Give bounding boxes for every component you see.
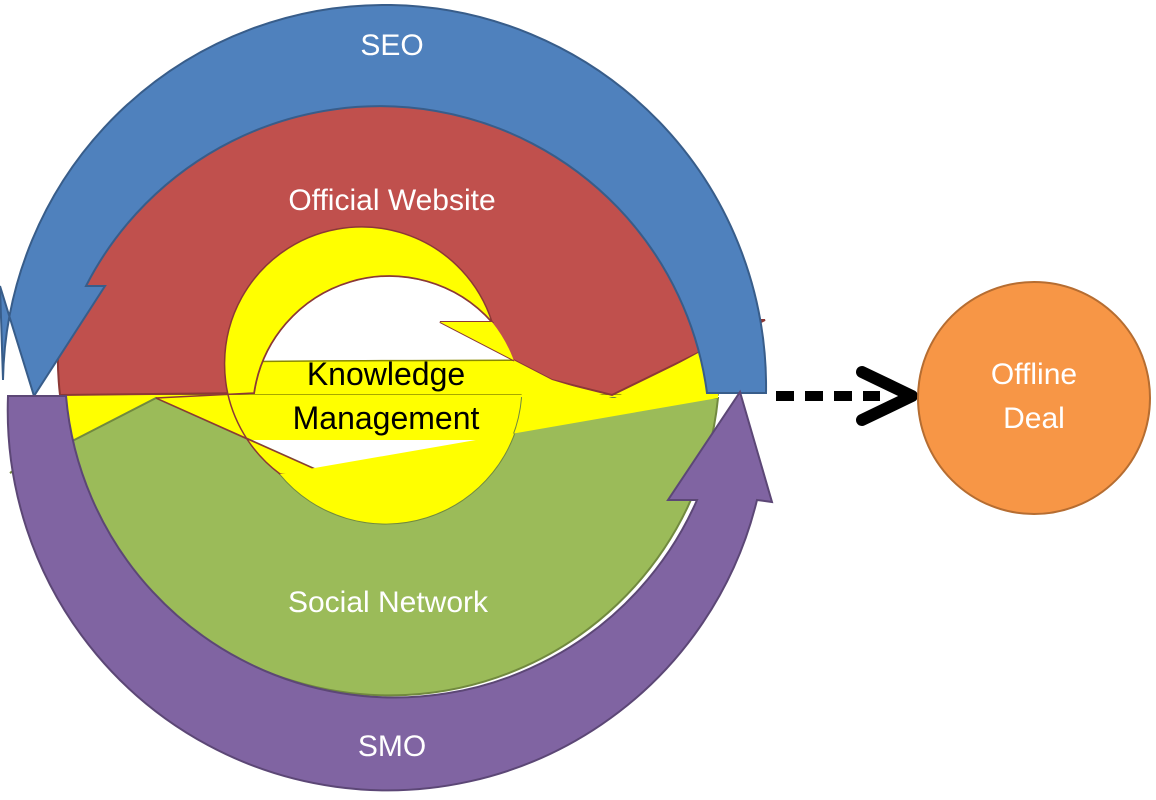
knowledge-notch-right [440, 322, 612, 398]
social-network-label: Social Network [288, 586, 489, 619]
offline-deal-label-line2: Deal [1003, 402, 1065, 435]
official-website-label: Official Website [288, 184, 495, 217]
seo-label: SEO [360, 29, 423, 62]
offline-deal-label-line1: Offline [991, 358, 1077, 391]
knowledge-label-line1: Knowledge [307, 356, 465, 392]
offline-deal-circle [917, 281, 1151, 515]
seo-arrow [0, 4, 768, 399]
dotted-connector-arrowhead [856, 366, 918, 426]
knowledge-label-line2: Management [293, 400, 480, 436]
smo-arrow [6, 389, 774, 792]
knowledge-management-circle [155, 226, 493, 475]
knowledge-management-lower [280, 352, 718, 524]
smo-label: SMO [358, 730, 426, 763]
